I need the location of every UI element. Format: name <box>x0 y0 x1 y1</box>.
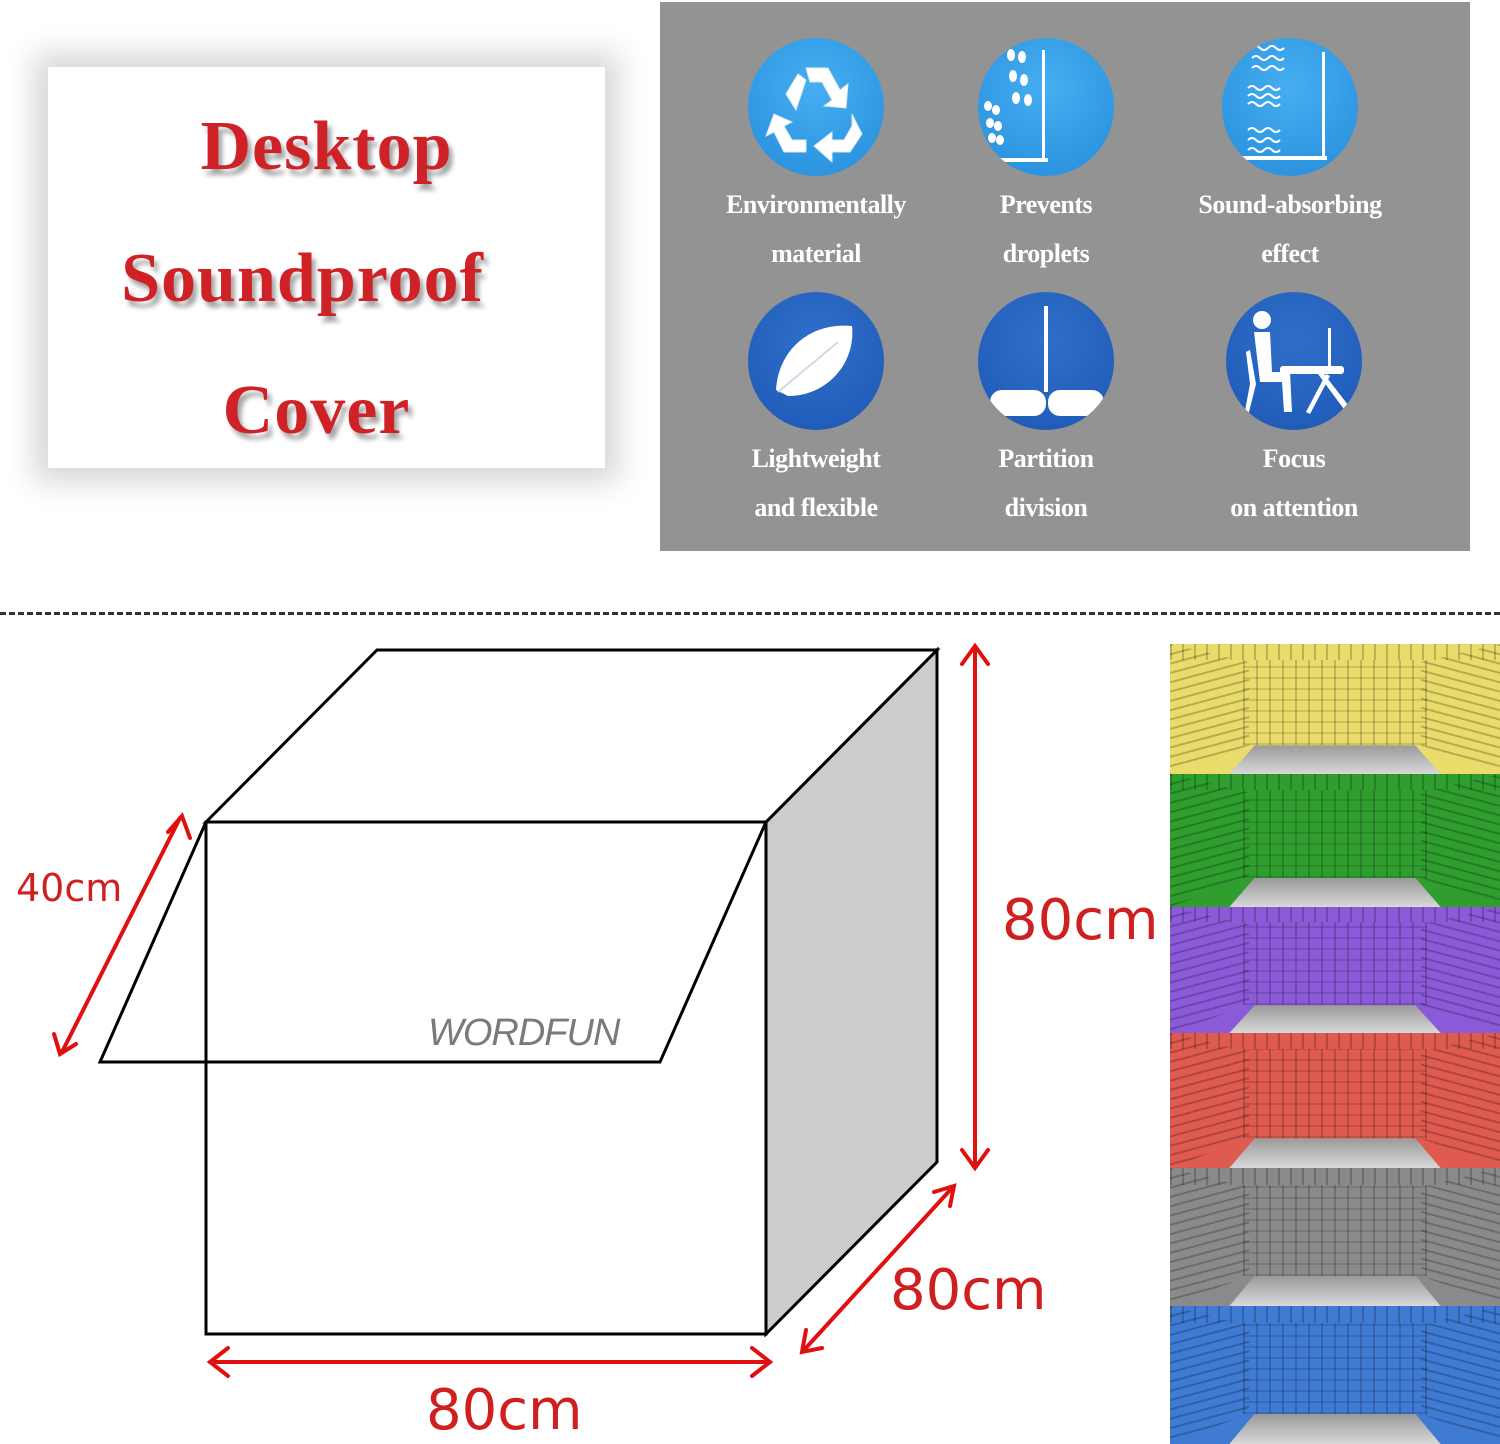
depth-label: 80cm <box>890 1258 1047 1323</box>
feather-icon <box>748 292 884 430</box>
title-line-3: Cover <box>222 372 411 449</box>
height-label: 80cm <box>1002 888 1159 953</box>
brand-watermark: WORDFUN <box>428 1012 620 1054</box>
feature-environmental: Environmentally material <box>686 38 946 278</box>
feature-label: Prevents droplets <box>999 190 1093 268</box>
feature-droplets: Prevents droplets <box>916 38 1176 278</box>
title-line-1: Desktop <box>200 108 453 185</box>
feature-label: Lightweight and flexible <box>751 444 881 522</box>
person-at-desk-icon <box>1226 292 1362 430</box>
color-swatch-green <box>1170 774 1500 907</box>
flap-depth-label: 40cm <box>16 866 123 910</box>
recycle-icon <box>748 38 884 176</box>
feature-label: Sound-absorbing effect <box>1198 190 1382 268</box>
feature-label: Partition division <box>998 444 1094 522</box>
droplets-barrier-icon <box>978 38 1114 176</box>
sound-waves-barrier-icon <box>1222 38 1358 176</box>
color-swatch-red <box>1170 1033 1500 1168</box>
title-line-2: Soundproof <box>121 240 484 317</box>
color-swatch-gray <box>1170 1168 1500 1306</box>
dimension-diagram <box>52 642 990 1378</box>
features-panel: Environmentally material Prevents d <box>660 2 1470 551</box>
feature-sound-absorbing: Sound-absorbing effect <box>1160 38 1420 278</box>
color-options <box>1170 644 1500 1444</box>
partition-icon <box>978 292 1114 430</box>
feature-partition: Partition division <box>916 292 1176 532</box>
color-swatch-blue <box>1170 1306 1500 1444</box>
color-swatch-purple <box>1170 907 1500 1033</box>
width-label: 80cm <box>426 1378 583 1443</box>
feature-label: Focus on attention <box>1230 444 1358 522</box>
feature-lightweight: Lightweight and flexible <box>686 292 946 532</box>
title-card: Desktop Soundproof Cover <box>48 67 605 468</box>
color-swatch-yellow <box>1170 644 1500 774</box>
feature-focus: Focus on attention <box>1164 292 1424 532</box>
feature-label: Environmentally material <box>726 190 906 268</box>
section-divider <box>0 612 1500 615</box>
